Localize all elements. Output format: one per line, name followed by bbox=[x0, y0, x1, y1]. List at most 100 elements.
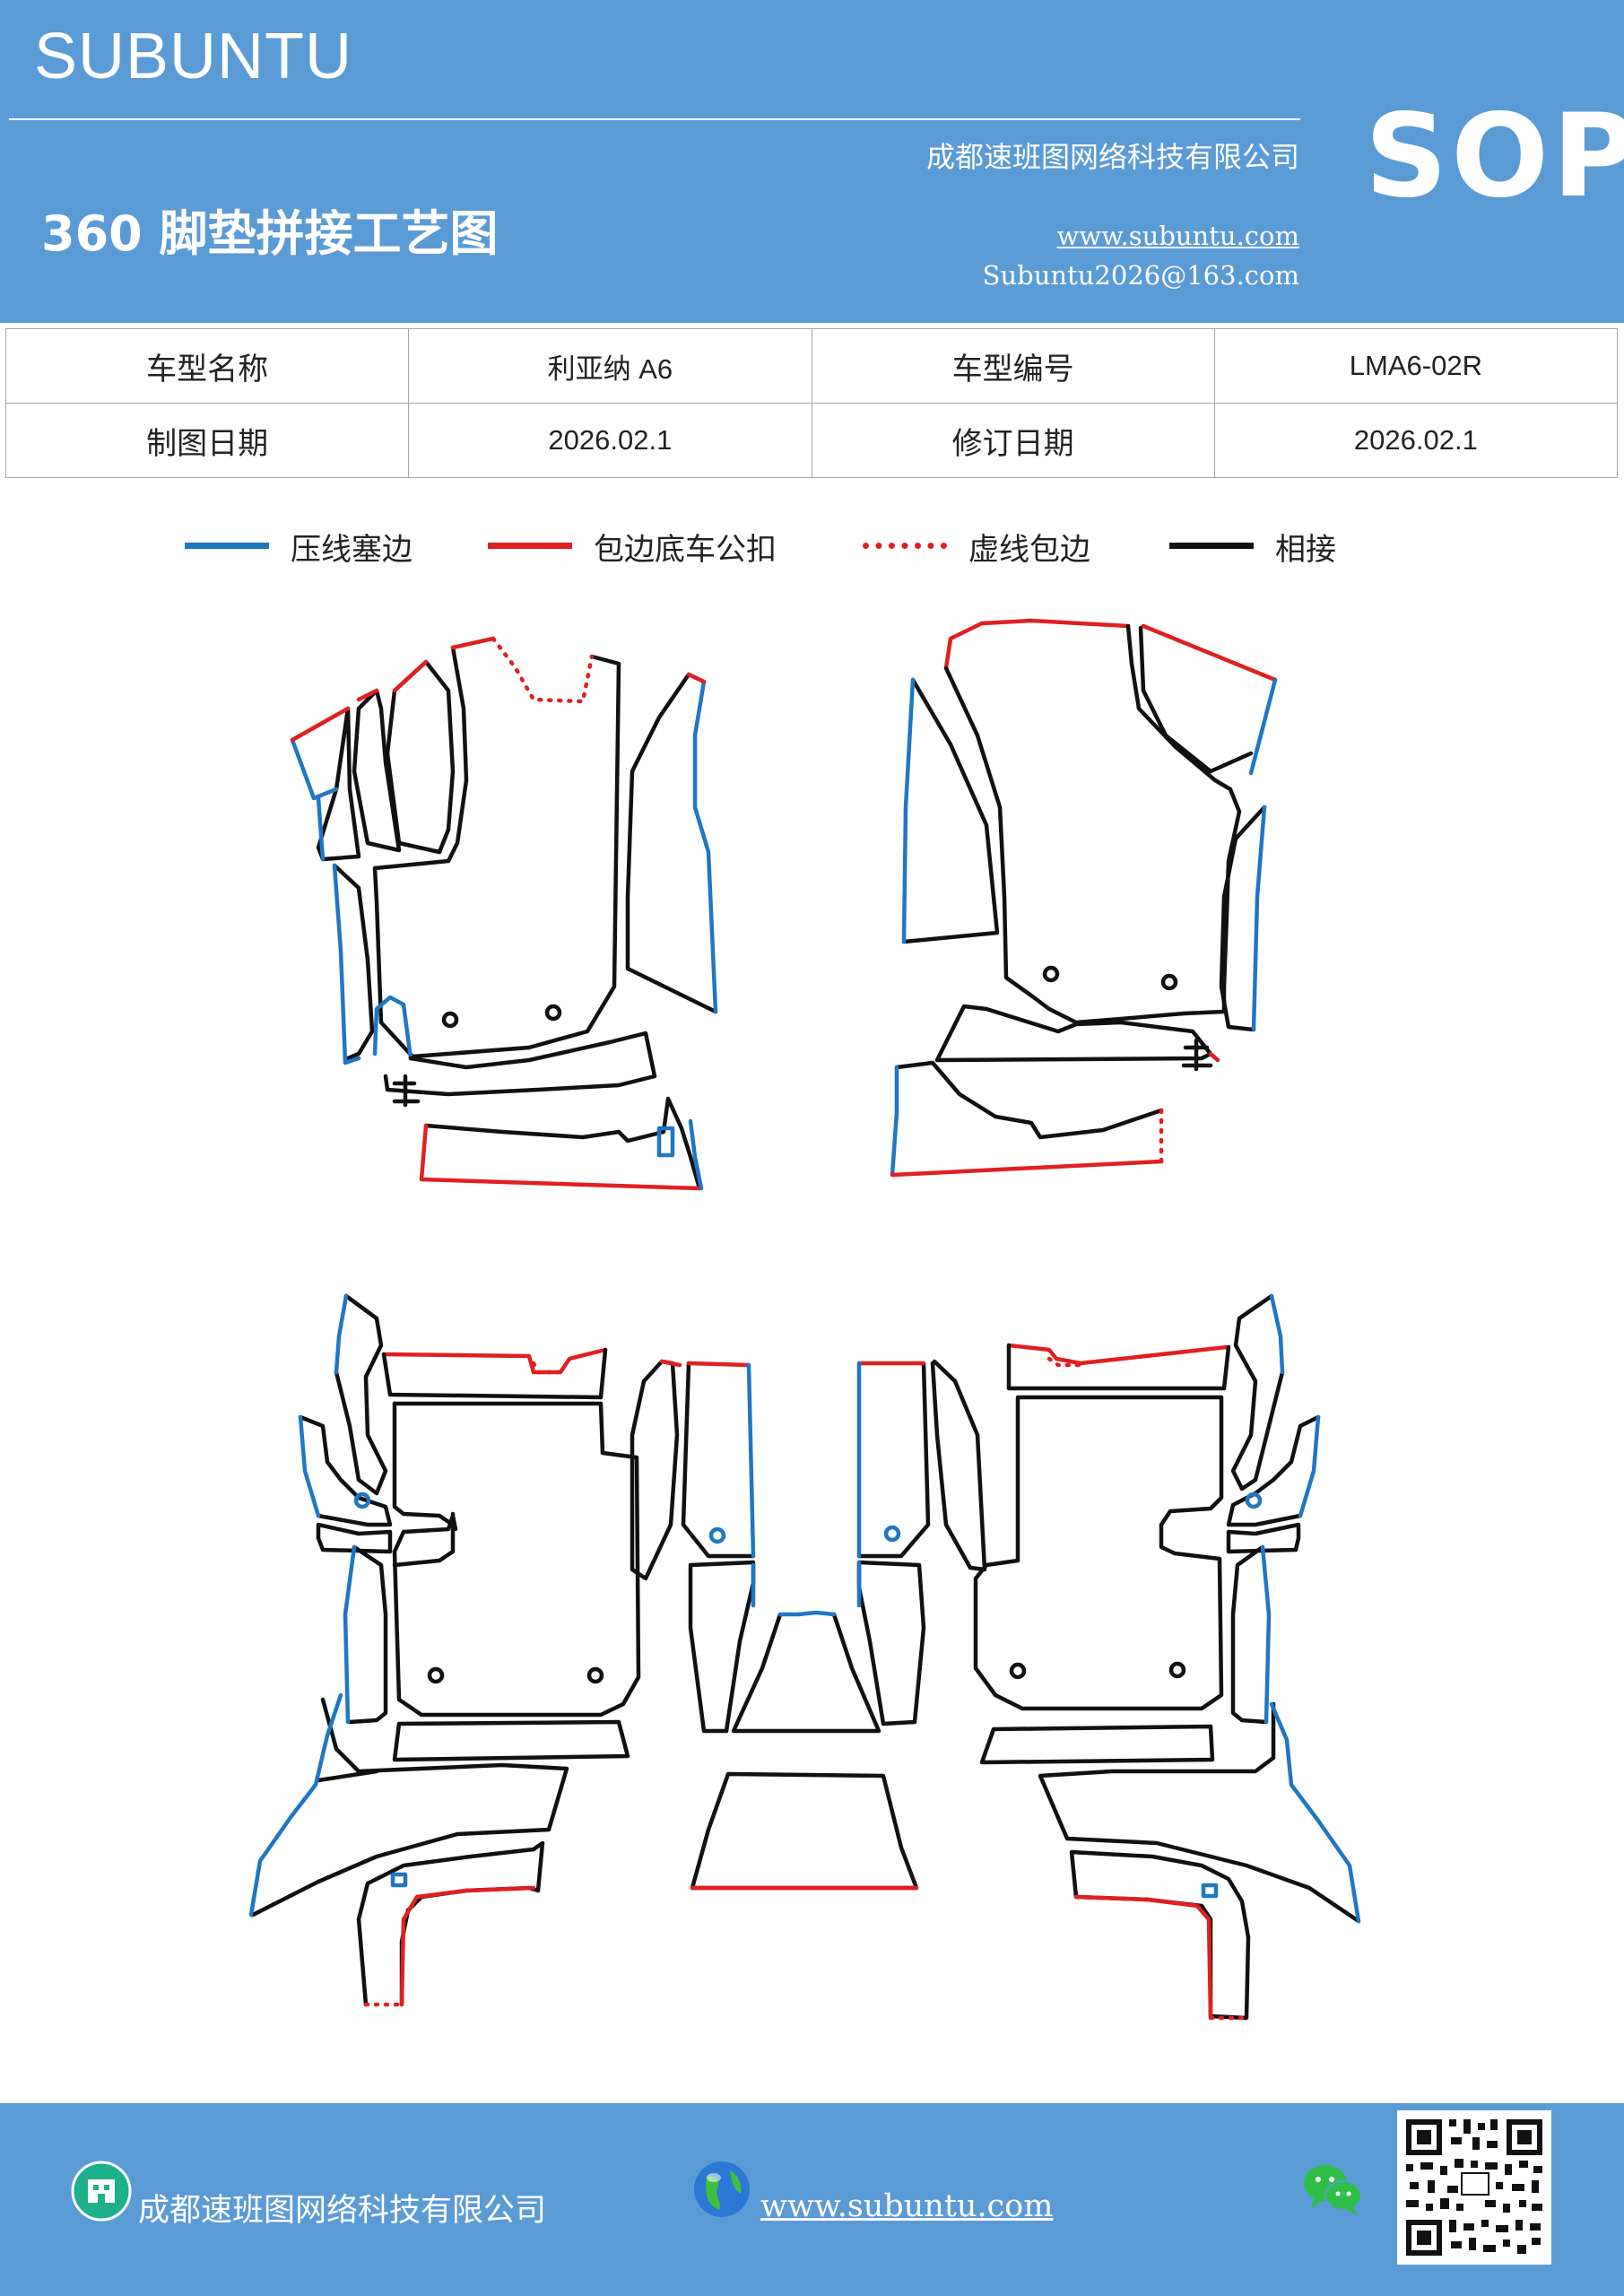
rear-center-lower-right bbox=[856, 1560, 926, 1726]
rear-right-side-piece bbox=[1226, 1522, 1301, 1554]
legend-swatch-red bbox=[488, 543, 572, 549]
table-cell: LMA6-02R bbox=[1213, 328, 1619, 404]
right-narrow-strip bbox=[1219, 804, 1267, 1032]
rear-center-floor bbox=[690, 1771, 919, 1891]
rear-right-door-strip bbox=[1230, 1544, 1269, 1725]
rear-right-outer-sweep-blue-edge bbox=[1269, 1701, 1361, 1924]
rear-right-main-mat bbox=[973, 1395, 1224, 1711]
table-row: 制图日期 2026.02.1 修订日期 2026.02.1 bbox=[4, 403, 1619, 478]
anchor-hole bbox=[544, 1004, 562, 1022]
rear-center-mat-group bbox=[690, 1610, 919, 1891]
lower-left-piece bbox=[332, 863, 375, 1061]
qr-code[interactable] bbox=[1397, 2110, 1551, 2265]
website-link[interactable]: www.subuntu.com bbox=[1056, 221, 1299, 251]
anchor-hole bbox=[1160, 973, 1178, 991]
legend-swatch-red-dotted bbox=[863, 543, 947, 549]
rear-right-pillar-piece-blue-edge bbox=[1269, 1293, 1285, 1375]
header: SUBUNTU 成都速班图网络科技有限公司 360 脚垫拼接工艺图 www.su… bbox=[0, 0, 1624, 323]
rear-center-right-strip-2 bbox=[856, 1361, 931, 1559]
qr-code-pattern bbox=[1397, 2110, 1551, 2265]
passenger-footrest bbox=[894, 1060, 1164, 1140]
tunnel-cover bbox=[731, 1612, 881, 1734]
right-narrow-strip-blue-edge bbox=[1251, 804, 1267, 1032]
heel-notch-blue-edge bbox=[372, 995, 413, 1061]
passenger-left-strip-blue-edge bbox=[901, 677, 916, 944]
joint-mark bbox=[1181, 1038, 1213, 1072]
anchor-hole bbox=[1042, 965, 1060, 983]
rear-left-top-red-edge bbox=[381, 1347, 608, 1375]
rear-left-small-piece bbox=[298, 1414, 393, 1527]
anchor-hole bbox=[441, 1011, 459, 1029]
rear-right-top-red-edge bbox=[1006, 1343, 1229, 1366]
legend-swatch-black bbox=[1169, 543, 1254, 549]
joint-red-tick bbox=[1208, 1051, 1220, 1063]
passenger-top-red-edge bbox=[943, 618, 1131, 671]
table-cell: 利亚纳 A6 bbox=[408, 328, 812, 404]
rear-center-fastener bbox=[883, 1525, 901, 1543]
rear-center-left-strip-1-red-edge bbox=[659, 1359, 682, 1368]
rear-left-pillar-piece bbox=[334, 1293, 388, 1496]
passenger-side-wedge-red-edge bbox=[1141, 623, 1278, 683]
footer-company-name: 成都速班图网络科技有限公司 bbox=[138, 2193, 547, 2229]
passenger-main-mat bbox=[943, 623, 1242, 1025]
rear-left-outer-sweep-upper bbox=[316, 1769, 379, 1783]
rear-left-outer-sweep bbox=[250, 1697, 569, 1918]
footer-website-link[interactable]: www.subuntu.com bbox=[760, 2188, 1054, 2224]
rear-left-main-mat bbox=[392, 1401, 641, 1718]
tunnel-side-piece bbox=[625, 672, 718, 1014]
lower-left-blue-edge bbox=[316, 796, 326, 862]
joint-mark bbox=[392, 1074, 421, 1108]
table-cell: 制图日期 bbox=[4, 403, 410, 478]
rear-left-bottom-bar bbox=[392, 1719, 630, 1762]
page-title: 360 脚垫拼接工艺图 bbox=[41, 205, 499, 262]
footrest-bar-red-edge bbox=[419, 1123, 702, 1191]
rear-left-door-strip bbox=[347, 1544, 388, 1725]
company-name: 成都速班图网络科技有限公司 bbox=[925, 140, 1299, 174]
rear-center-left-strip-1 bbox=[630, 1359, 680, 1581]
rear-right-top-strip bbox=[1006, 1343, 1231, 1391]
rear-right-outer-sweep bbox=[1038, 1701, 1361, 1924]
email-address: Subuntu2026@163.com bbox=[982, 260, 1299, 291]
driver-main-mat-red-edge bbox=[450, 636, 496, 650]
rear-right-fastener bbox=[1245, 1492, 1263, 1509]
narrow-strip-1-red-edge bbox=[356, 688, 379, 702]
footrest-bar bbox=[423, 1096, 702, 1191]
passenger-footrest-red-edge bbox=[890, 1159, 1164, 1178]
passenger-side-wedge-blue-edge bbox=[1248, 677, 1278, 776]
table-row: 车型名称 利亚纳 A6 车型编号 LMA6-02R bbox=[4, 328, 1619, 404]
building-icon bbox=[71, 2161, 132, 2222]
wechat-icon bbox=[1304, 2165, 1362, 2215]
header-divider bbox=[9, 118, 1300, 120]
rear-left-small-piece-blue-edge bbox=[298, 1414, 321, 1518]
rear-left-outer-sweep-blue-edge bbox=[248, 1692, 343, 1918]
brand-name: SUBUNTU bbox=[34, 21, 353, 92]
rear-left-bottom-l-piece-red-edge bbox=[399, 1885, 536, 2007]
sop-badge: SOP bbox=[1365, 90, 1624, 223]
rear-left-mat-group bbox=[248, 1293, 756, 2007]
rear-right-small-piece bbox=[1226, 1414, 1321, 1527]
rear-right-top-dotted-edge bbox=[1046, 1356, 1083, 1368]
tunnel-cover-blue-edge bbox=[777, 1610, 837, 1617]
rear-right-bottom-l-piece bbox=[1069, 1849, 1251, 2021]
rear-right-door-strip-blue-edge bbox=[1260, 1544, 1272, 1725]
narrow-strip-2-red-edge bbox=[290, 706, 351, 743]
narrow-strip-1 bbox=[352, 688, 402, 853]
footrest-bar-blue-edge bbox=[688, 1118, 704, 1191]
rear-left-top-dotted-edge bbox=[531, 1361, 563, 1375]
tunnel-side-piece-blue-edge bbox=[686, 672, 718, 1014]
legend-label: 虚线包边 bbox=[968, 532, 1090, 568]
left-side-strip-red-edge bbox=[392, 659, 429, 693]
table-cell: 修订日期 bbox=[811, 403, 1215, 478]
rear-left-top-strip bbox=[381, 1347, 608, 1400]
rear-left-side-piece bbox=[316, 1522, 393, 1554]
rear-left-fastener bbox=[353, 1492, 371, 1509]
legend-swatch-blue bbox=[185, 543, 269, 549]
footrest-bar-blue-slot bbox=[656, 1126, 675, 1158]
narrow-strip-2 bbox=[316, 706, 361, 862]
rear-right-mat-group bbox=[856, 1293, 1361, 2021]
heel-notch bbox=[383, 1031, 657, 1097]
anchor-hole bbox=[1168, 1661, 1186, 1679]
rear-left-bottom-l-piece bbox=[356, 1840, 545, 2007]
passenger-footrest-blue-edge bbox=[890, 1065, 899, 1178]
